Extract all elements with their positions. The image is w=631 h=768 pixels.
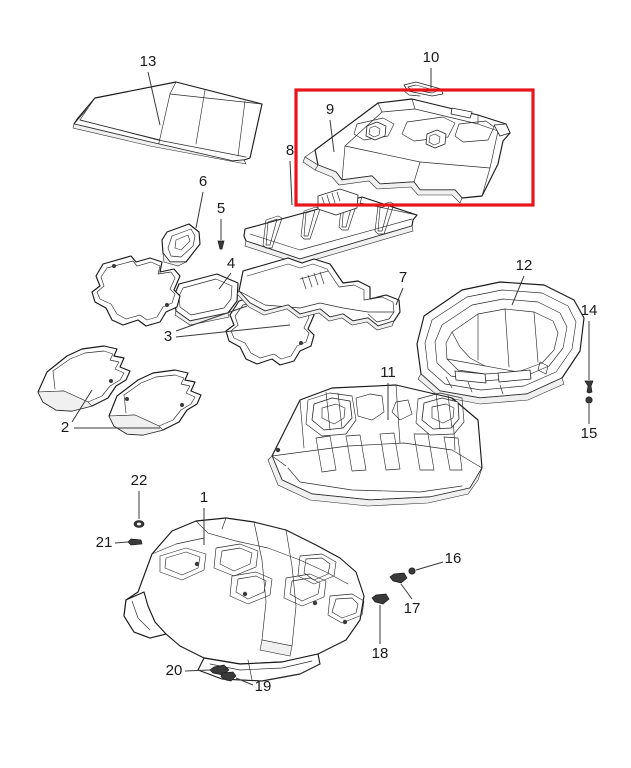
- callout-13-leader: [147, 71, 161, 126]
- callout-13-label: 13: [140, 53, 157, 70]
- callout-13[interactable]: 13: [140, 53, 161, 126]
- callout-20[interactable]: 20: [166, 662, 211, 679]
- callout-21-label: 21: [96, 534, 113, 551]
- callout-18[interactable]: 18: [372, 605, 389, 662]
- callout-12-label: 12: [516, 257, 533, 274]
- callout-2-label: 2: [61, 419, 69, 436]
- callout-7-leader: [395, 287, 404, 306]
- callout-12-leader: [511, 275, 525, 306]
- callout-10[interactable]: 10: [423, 49, 440, 88]
- part-12-underfloor-storage-bin[interactable]: [416, 281, 585, 405]
- callout-3-leader-2: [175, 324, 291, 338]
- callout-19-label: 19: [255, 678, 272, 695]
- part-15-bin-retainer-grommet[interactable]: [585, 396, 593, 404]
- callout-10-label: 10: [423, 49, 440, 66]
- callout-17-leader: [400, 583, 413, 600]
- callout-8-leader: [289, 160, 293, 206]
- callout-20-label: 20: [166, 662, 183, 679]
- part-1-main-front-floor-carpet[interactable]: [123, 517, 365, 682]
- callout-11-label: 11: [380, 364, 396, 381]
- callout-6-label: 6: [199, 173, 207, 190]
- part-5-push-pin-fastener[interactable]: [217, 240, 225, 250]
- callout-6[interactable]: 6: [195, 173, 207, 229]
- part-18-floor-fastener[interactable]: [371, 593, 390, 605]
- callout-2-leader: [71, 389, 93, 423]
- part-11-rear-seat-track-carpet-assembly[interactable]: [267, 384, 483, 507]
- callout-16[interactable]: 16: [415, 550, 462, 571]
- part-8-slotted-support-panel[interactable]: [243, 188, 418, 265]
- part-17-floor-fastener[interactable]: [389, 572, 408, 584]
- callout-12[interactable]: 12: [511, 257, 533, 306]
- callout-11[interactable]: 11: [380, 364, 396, 420]
- callout-1[interactable]: 1: [200, 489, 208, 545]
- callout-22-label: 22: [131, 472, 148, 489]
- callout-4-label: 4: [227, 255, 235, 272]
- selected-part-highlight-box: [294, 88, 535, 207]
- callout-15-label: 15: [581, 425, 598, 442]
- part-4-small-square-mat[interactable]: [173, 273, 239, 326]
- part-19-carpet-retainer[interactable]: [220, 671, 237, 682]
- callout-1-label: 1: [200, 489, 208, 506]
- callout-3[interactable]: 3: [164, 305, 291, 345]
- callout-17-label: 17: [404, 600, 421, 617]
- callout-14[interactable]: 14: [581, 302, 598, 380]
- part-14-bin-retainer-screw[interactable]: [584, 380, 594, 394]
- callout-6-leader: [195, 191, 204, 229]
- callout-3-leader: [175, 305, 248, 332]
- part-6-console-trim-strip[interactable]: [161, 223, 201, 267]
- part-16-floor-fastener[interactable]: [408, 567, 416, 575]
- callout-8[interactable]: 8: [286, 142, 294, 206]
- part-2-rear-floor-mat-pair[interactable]: [37, 345, 202, 436]
- part-22-carpet-grommet[interactable]: [133, 520, 145, 528]
- callout-21[interactable]: 21: [96, 534, 129, 551]
- callout-8-label: 8: [286, 142, 294, 159]
- callout-9-leader: [329, 119, 335, 153]
- part-13-rear-cargo-floor-mat[interactable]: [72, 81, 263, 165]
- callout-17[interactable]: 17: [400, 583, 421, 617]
- callout-19-leader: [235, 677, 254, 686]
- callout-15[interactable]: 15: [581, 404, 598, 442]
- callout-14-label: 14: [581, 302, 598, 319]
- callout-layer: 13 10 9 8 6 5: [61, 49, 598, 695]
- callout-2[interactable]: 2: [61, 389, 160, 436]
- callout-19[interactable]: 19: [235, 677, 272, 695]
- callout-16-label: 16: [445, 550, 462, 567]
- callout-3-label: 3: [164, 328, 172, 345]
- part-21-carpet-clip[interactable]: [127, 538, 143, 546]
- callout-5[interactable]: 5: [217, 200, 225, 240]
- callout-9[interactable]: 9: [326, 101, 335, 153]
- callout-5-label: 5: [217, 200, 225, 217]
- callout-4[interactable]: 4: [218, 255, 235, 290]
- callout-7-label: 7: [399, 269, 407, 286]
- callout-18-label: 18: [372, 645, 389, 662]
- callout-20-leader: [184, 669, 211, 672]
- part-7-center-tunnel-cover[interactable]: [236, 257, 401, 331]
- callout-22[interactable]: 22: [131, 472, 148, 519]
- callout-4-leader: [218, 272, 232, 290]
- callout-7[interactable]: 7: [395, 269, 407, 306]
- callout-16-leader: [415, 561, 444, 571]
- part-9-load-floor-panel[interactable]: [302, 98, 511, 204]
- callout-9-label: 9: [326, 101, 334, 118]
- callout-21-leader: [114, 541, 129, 544]
